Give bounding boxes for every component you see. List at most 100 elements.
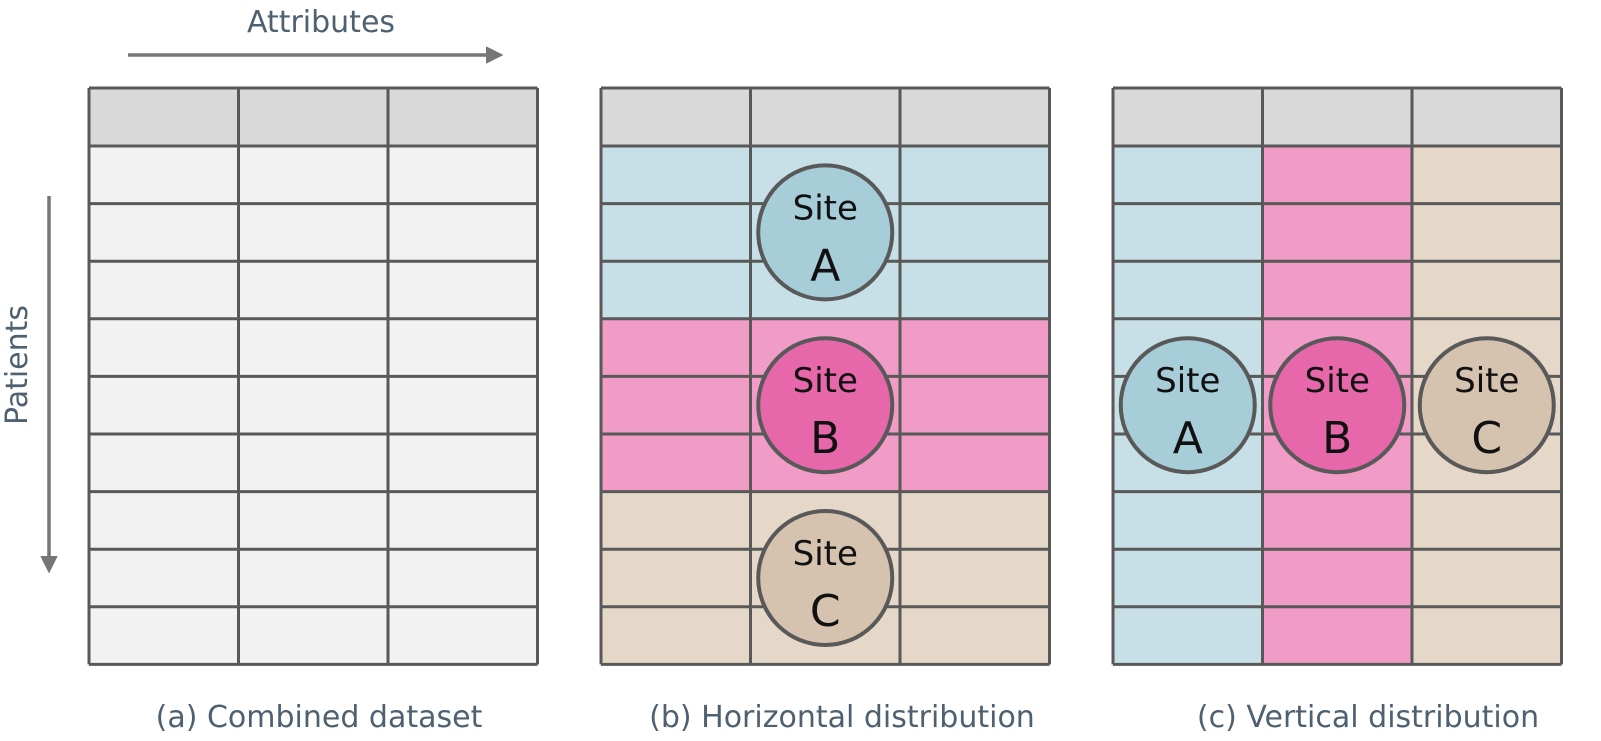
table-cell [601, 434, 751, 492]
table-cell [89, 434, 239, 492]
panel-caption: (b) Horizontal distribution [649, 700, 1035, 735]
table-cell [900, 261, 1050, 319]
site-letter-label: A [1173, 413, 1203, 464]
site-letter-label: C [810, 586, 841, 637]
table-cell [388, 203, 538, 262]
table-cell [1113, 549, 1263, 607]
table-cell [388, 261, 538, 319]
table-cell [89, 606, 239, 665]
table-cell [1113, 146, 1263, 204]
table-cell [601, 203, 751, 262]
table-cell [238, 376, 388, 434]
table-cell [900, 203, 1050, 262]
site-circle [1417, 336, 1556, 475]
table-cell [1412, 146, 1562, 204]
header-cell [1412, 88, 1562, 146]
table-cell [1412, 261, 1562, 319]
header-cell [601, 88, 751, 146]
table-cell [388, 606, 538, 665]
header-cell [1262, 88, 1412, 146]
site-circle [756, 163, 895, 302]
table-cell [900, 318, 1050, 377]
site-letter-label: B [810, 413, 840, 464]
table-cell [900, 491, 1050, 550]
site-circle [1118, 336, 1257, 475]
table-cell [89, 376, 239, 434]
header-cell [238, 88, 388, 146]
table-cell [89, 318, 239, 377]
table-cell [89, 491, 239, 550]
table-cell [1262, 203, 1412, 262]
table-cell [89, 549, 239, 607]
table-cell [1262, 491, 1412, 550]
table-cell [388, 549, 538, 607]
table-cell [1412, 203, 1562, 262]
site-circle [1268, 336, 1407, 475]
site-circle [756, 336, 895, 475]
table-cell [1113, 203, 1263, 262]
site-word-label: Site [793, 188, 858, 228]
table-cell [601, 549, 751, 607]
table-cell [1412, 491, 1562, 550]
site-word-label: Site [1305, 361, 1370, 401]
panel-caption: (a) Combined dataset [156, 700, 483, 735]
table-cell [238, 261, 388, 319]
table-cell [388, 434, 538, 492]
header-cell [1113, 88, 1263, 146]
site-word-label: Site [793, 361, 858, 401]
site-circle [756, 509, 895, 647]
header-cell [900, 88, 1050, 146]
table-cell [89, 203, 239, 262]
table-cell [238, 491, 388, 550]
table-cell [900, 606, 1050, 665]
table-cell [900, 146, 1050, 204]
table-cell [900, 376, 1050, 434]
table-cell [601, 376, 751, 434]
table-cell [388, 491, 538, 550]
table-cell [238, 146, 388, 204]
table-cell [238, 434, 388, 492]
table-cell [238, 606, 388, 665]
table-cell [1262, 606, 1412, 665]
table-cell [1113, 606, 1263, 665]
table-cell [89, 146, 239, 204]
header-cell [750, 88, 900, 146]
table-cell [238, 203, 388, 262]
table-cell [238, 318, 388, 377]
table-cell [388, 318, 538, 377]
panel-caption: (c) Vertical distribution [1197, 700, 1539, 735]
site-letter-label: C [1471, 413, 1502, 464]
site-word-label: Site [1454, 361, 1519, 401]
table-cell [601, 146, 751, 204]
table-cell [1412, 549, 1562, 607]
site-letter-label: B [1322, 413, 1352, 464]
header-cell [388, 88, 538, 146]
table-cell [601, 318, 751, 377]
table-cell [1412, 606, 1562, 665]
table-cell [601, 491, 751, 550]
table-cell [900, 434, 1050, 492]
attributes-label: Attributes [247, 5, 395, 40]
table-cell [388, 376, 538, 434]
table-cell [1262, 146, 1412, 204]
site-letter-label: A [810, 240, 840, 291]
table-cell [601, 261, 751, 319]
patients-label: Patients [0, 305, 35, 425]
table-cell [1113, 491, 1263, 550]
table-cell [601, 606, 751, 665]
site-word-label: Site [793, 534, 858, 574]
table-cell [388, 146, 538, 204]
table-cell [89, 261, 239, 319]
table-cell [238, 549, 388, 607]
site-word-label: Site [1155, 361, 1220, 401]
table-cell [1262, 549, 1412, 607]
table-cell [1113, 261, 1263, 319]
